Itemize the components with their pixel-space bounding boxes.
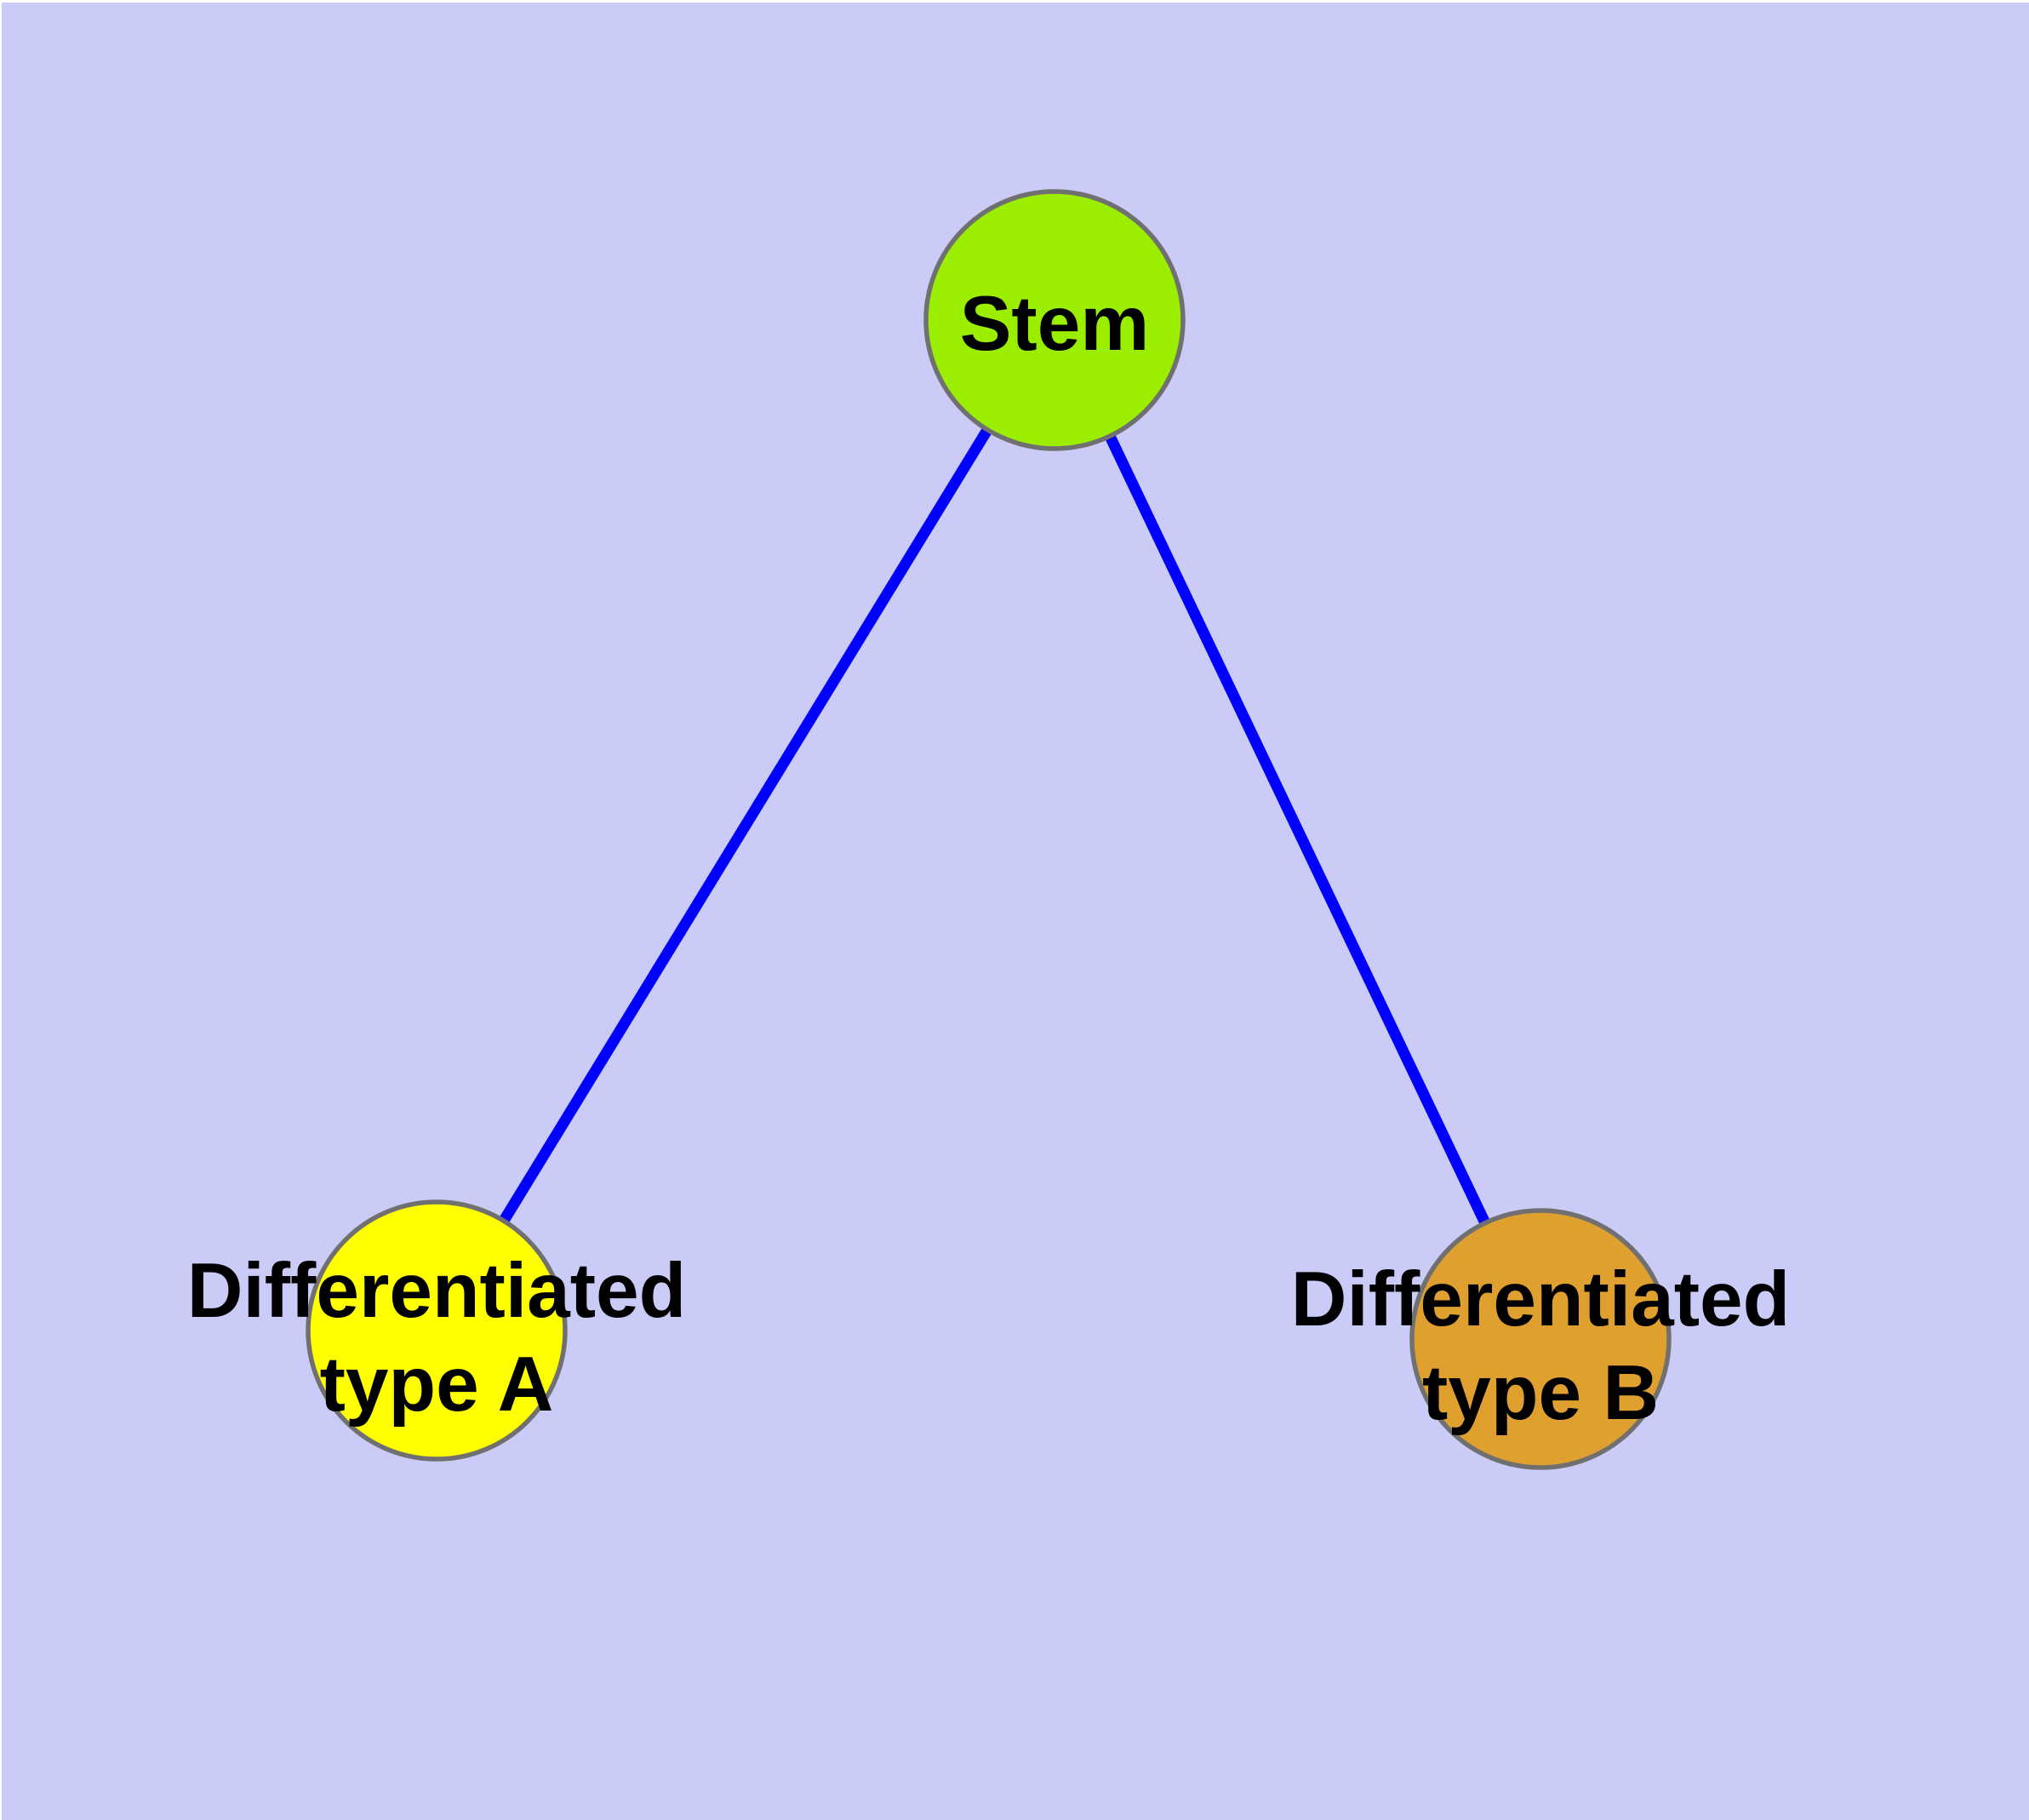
nodes-layer	[306, 189, 1672, 1470]
node-differentiated-type-a-label-line-2: type A	[320, 1342, 554, 1428]
node-differentiated-type-a-label-line-1: Differentiated	[187, 1248, 687, 1334]
node-differentiated-type-b-label-line-1: Differentiated	[1291, 1256, 1791, 1342]
node-stem-circle	[923, 189, 1186, 451]
node-differentiated-type-b-label-line-2: type B	[1422, 1350, 1659, 1436]
edge-stem-to-differentiated-type-b	[1049, 318, 1546, 1342]
edge-stem-to-differentiated-type-a	[432, 317, 1060, 1334]
node-stem-label-line-1: Stem	[960, 281, 1150, 367]
edges-layer	[432, 317, 1546, 1342]
node-differentiated-type-a-circle	[306, 1199, 568, 1462]
node-differentiated-type-b-circle	[1409, 1208, 1672, 1470]
